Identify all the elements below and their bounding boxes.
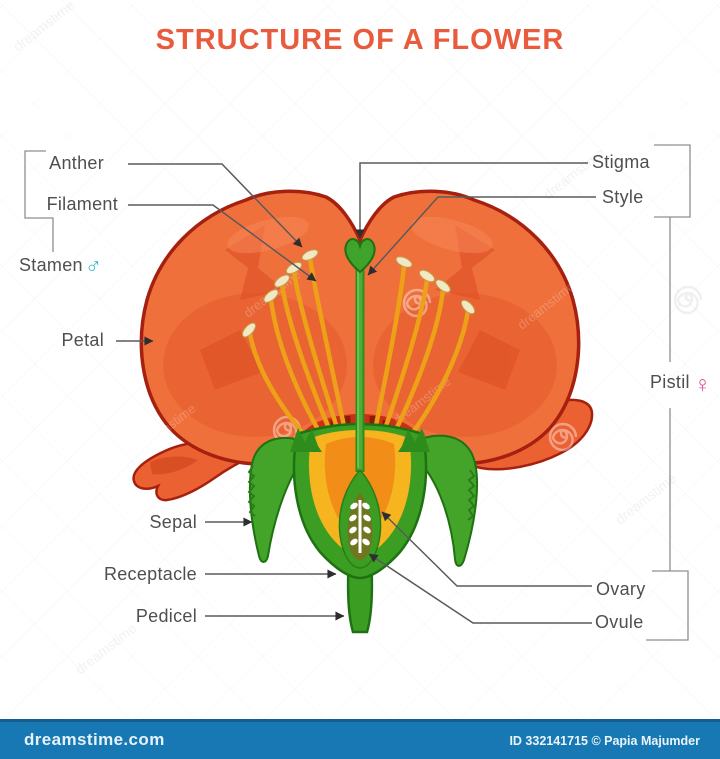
pistil-group [338, 238, 382, 569]
stamen-bracket [24, 150, 54, 252]
diagram-title: STRUCTURE OF A FLOWER [155, 24, 565, 56]
footer-bar: dreamstime.com ID 332141715 © Papia Maju… [0, 719, 720, 759]
style-line [367, 196, 596, 276]
label-filament: Filament [46, 194, 118, 214]
bract-tip-left [290, 428, 322, 452]
label-anther: Anther [49, 153, 104, 173]
dreamstime-logo: dreamstime.com [24, 730, 165, 749]
ovule-line [368, 553, 592, 624]
watermark-spiral-icon [673, 285, 703, 315]
label-receptacle: Receptacle [103, 564, 197, 584]
label-stamen: Stamen♂ [19, 252, 103, 278]
sepal-right-serration [467, 469, 476, 521]
male-symbol-icon: ♂ [84, 252, 103, 278]
leader-lines [24, 144, 691, 641]
ovary-line [381, 511, 592, 587]
anther-line [128, 163, 303, 248]
stigma-line [355, 162, 588, 239]
label-pistil: Pistil♀ [650, 371, 712, 397]
stigma-shape [344, 238, 376, 274]
ovules [349, 500, 371, 553]
filament-line [128, 204, 317, 282]
watermark-text: dreamstime [72, 620, 140, 678]
bract-tip-right [398, 428, 430, 452]
label-petal: Petal [61, 330, 104, 350]
anthers [242, 249, 476, 338]
female-symbol-icon: ♀ [693, 371, 712, 397]
pistil-bracket [654, 144, 691, 218]
label-pedicel: Pedicel [135, 606, 197, 626]
ovary-ovule-bracket [646, 570, 689, 641]
pistil-text: Pistil [650, 372, 690, 392]
watermark-spiral-icon [272, 415, 302, 445]
label-ovary: Ovary [596, 579, 646, 599]
sepal-left-serration [247, 465, 256, 517]
label-sepal: Sepal [149, 512, 197, 532]
stamen-text: Stamen [19, 255, 83, 275]
label-ovule: Ovule [595, 612, 644, 632]
label-stigma: Stigma [592, 152, 650, 172]
watermark-spiral-icon [402, 288, 432, 318]
label-style: Style [602, 187, 644, 207]
watermark-spiral-icon [548, 422, 578, 452]
image-credit: ID 332141715 © Papia Majumder [509, 734, 700, 748]
